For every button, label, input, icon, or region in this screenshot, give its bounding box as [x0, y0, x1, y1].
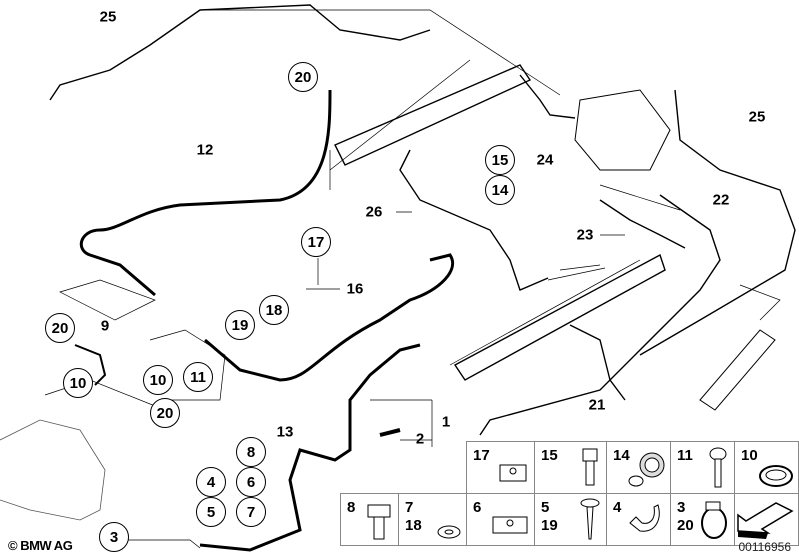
hose-clamp-icon: [701, 501, 727, 539]
callout-22: 22: [712, 191, 730, 209]
callout-20: 20: [288, 62, 318, 92]
callout-10: 10: [63, 368, 93, 398]
clamp-triple-icon: [492, 516, 528, 534]
part-cell: [734, 493, 799, 546]
sensor-9: [74, 344, 107, 386]
callout-5: 5: [196, 497, 226, 527]
callout-11: 11: [183, 362, 213, 392]
seal-ring-icon: [759, 465, 793, 487]
callout-12: 12: [196, 141, 214, 159]
holder-bracket-icon: [629, 504, 660, 532]
injector: [699, 329, 776, 411]
callout-25: 25: [99, 8, 117, 26]
callout-7: 7: [236, 497, 266, 527]
part-cell: 10: [734, 441, 799, 494]
part-number: 6: [473, 499, 482, 516]
callout-20: 20: [150, 398, 180, 428]
high-pressure-pump: [0, 419, 106, 521]
callout-17: 17: [301, 227, 331, 257]
callout-14: 14: [485, 175, 515, 205]
callout-18: 18: [259, 295, 289, 325]
part-cell: 5 19: [534, 493, 607, 546]
callout-10: 10: [143, 365, 173, 395]
callout-8: 8: [236, 437, 266, 467]
callout-6: 6: [236, 467, 266, 497]
part-number: 14: [613, 447, 630, 464]
callout-24: 24: [536, 151, 554, 169]
callout-25: 25: [748, 108, 766, 126]
callout-15: 15: [485, 145, 515, 175]
part-cell: 7 18: [398, 493, 467, 546]
part-number: 15: [541, 447, 558, 464]
callout-4: 4: [196, 467, 226, 497]
callout-21: 21: [588, 396, 606, 414]
callout-26: 26: [365, 203, 383, 221]
callout-1: 1: [441, 413, 451, 431]
hex-bolt-icon: [367, 504, 391, 540]
self-tapping-screw-icon: [580, 498, 600, 540]
fuel-pipes: [49, 4, 796, 552]
sensor-2: [379, 428, 401, 437]
part-cell: 17: [466, 441, 535, 494]
copyright-text: © BMW AG: [8, 538, 73, 553]
washer-icon: [437, 525, 461, 539]
part-cell: 11: [670, 441, 735, 494]
callout-9: 9: [100, 317, 110, 335]
part-cell: 14: [606, 441, 671, 494]
socket-screw-icon: [582, 448, 598, 486]
callout-2: 2: [415, 430, 425, 448]
part-number: 17: [473, 447, 490, 464]
part-cell: 8: [340, 493, 399, 546]
part-number: 5 19: [541, 499, 558, 534]
part-number: 4: [613, 499, 622, 516]
clamp-double-icon: [499, 464, 527, 482]
callout-19: 19: [225, 310, 255, 340]
part-number: 10: [741, 447, 758, 464]
callout-3: 3: [99, 522, 129, 552]
bolt-icon: [709, 447, 727, 488]
callout-20: 20: [45, 313, 75, 343]
part-cell: 15: [534, 441, 607, 494]
part-number: 7 18: [405, 499, 422, 534]
fuel-rails: [334, 64, 671, 381]
callout-23: 23: [576, 226, 594, 244]
part-cell: 4: [606, 493, 671, 546]
part-number: 3 20: [677, 499, 694, 534]
part-cell: 3 20: [670, 493, 735, 546]
callout-16: 16: [346, 280, 364, 298]
arrow-direction-icon: [737, 502, 794, 539]
part-number: 8: [347, 499, 356, 516]
part-number: 11: [677, 447, 693, 464]
callout-13: 13: [276, 423, 294, 441]
pipe-clip-icon: [628, 452, 665, 487]
part-cell: 6: [466, 493, 535, 546]
document-number: 00116956: [738, 540, 792, 554]
